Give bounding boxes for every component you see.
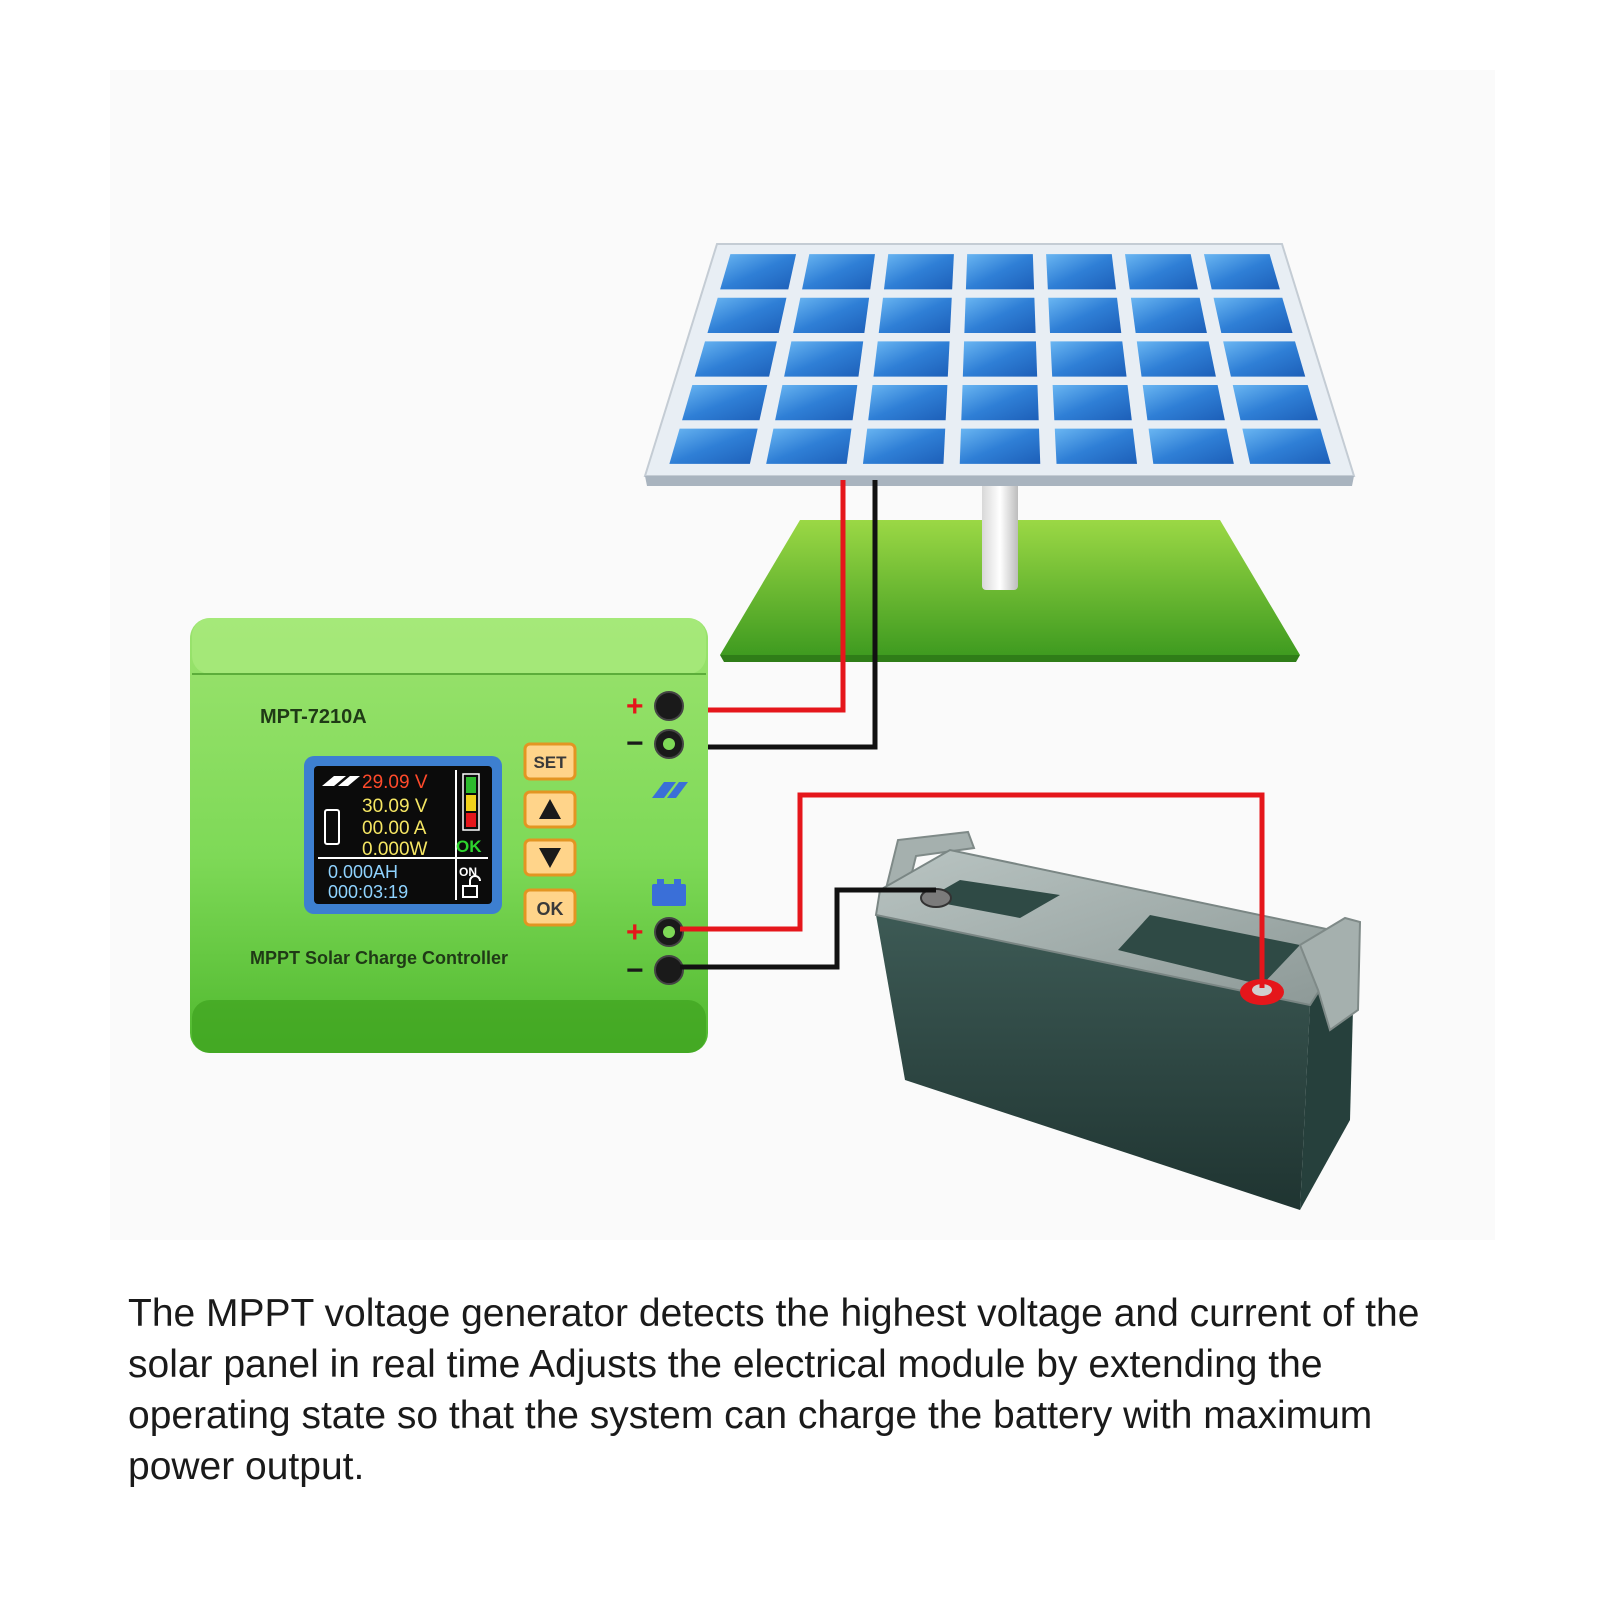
solar-cell: [883, 254, 954, 290]
solar-cell: [784, 341, 864, 377]
solar-positive-terminal: [654, 691, 684, 721]
solar-cell: [669, 428, 758, 464]
solar-cell: [873, 341, 950, 377]
solar-cell: [1148, 428, 1234, 464]
charge-controller: MPT-7210A 29.09 V 30.09 V 00.00 A 0.000W…: [190, 618, 708, 1053]
solar-cell: [1054, 428, 1138, 464]
battery-wires: [680, 792, 1265, 988]
pv-icon: [322, 776, 360, 786]
solar-input-icon: [652, 782, 688, 798]
status-ok: OK: [456, 837, 482, 856]
set-button[interactable]: SET: [523, 742, 577, 781]
battery-plus-sign: +: [626, 916, 644, 949]
status-on: ON: [459, 865, 477, 879]
controller-model: MPT-7210A: [260, 706, 367, 728]
solar-cell: [707, 297, 787, 334]
solar-cell: [1203, 254, 1280, 290]
set-button-label: SET: [533, 753, 567, 772]
solar-cell: [1048, 297, 1122, 334]
solar-cell: [965, 254, 1035, 290]
battery-input-icon: [652, 879, 686, 906]
solar-cell: [682, 384, 768, 421]
solar-cell: [1142, 384, 1225, 421]
caption-line: solar panel in real time Adjusts the ele…: [128, 1343, 1323, 1386]
solar-cell: [878, 297, 952, 334]
solar-panel: [643, 243, 1356, 486]
solar-cell: [959, 428, 1041, 464]
battery-negative-terminal: [654, 955, 684, 985]
amp-hours: 0.000AH: [328, 862, 398, 882]
solar-cell: [802, 254, 875, 290]
solar-cell: [862, 428, 946, 464]
panel-pole: [982, 478, 1018, 590]
solar-cell: [964, 297, 1036, 334]
arrow-up-icon: [539, 799, 561, 819]
solar-cell: [1213, 297, 1293, 334]
solar-cell: [1242, 428, 1331, 464]
solar-cell: [1232, 384, 1318, 421]
controller-subtitle: MPPT Solar Charge Controller: [250, 948, 508, 968]
battery: [874, 830, 1362, 1210]
caption-line: The MPPT voltage generator detects the h…: [128, 1292, 1420, 1335]
solar-cell: [1052, 384, 1132, 421]
solar-cell: [1046, 254, 1117, 290]
solar-cell: [1050, 341, 1127, 377]
unlock-icon: [462, 875, 481, 898]
arrow-down-icon: [539, 848, 561, 868]
charge-level-icon: [462, 773, 480, 831]
battery-minus-sign: −: [626, 954, 644, 987]
solar-cell: [720, 254, 797, 290]
power-reading: 0.000W: [362, 839, 428, 860]
caption-line: power output.: [128, 1445, 365, 1488]
ok-button[interactable]: OK: [523, 888, 577, 927]
solar-cell: [1136, 341, 1216, 377]
elapsed-time: 000:03:19: [328, 882, 408, 902]
solar-cell: [868, 384, 948, 421]
ok-button-label: OK: [537, 899, 564, 919]
solar-cell: [1125, 254, 1198, 290]
solar-cell: [775, 384, 858, 421]
panel-wires: [680, 480, 878, 750]
solar-cell: [766, 428, 852, 464]
battery-voltage: 30.09 V: [362, 796, 428, 817]
current-reading: 00.00 A: [362, 818, 427, 839]
display-screen: [314, 766, 492, 904]
solar-cell: [961, 384, 1039, 421]
solar-cell: [962, 341, 1038, 377]
down-button[interactable]: [523, 838, 577, 877]
solar-minus-sign: −: [626, 727, 644, 760]
caption: The MPPT voltage generator detects the h…: [128, 1288, 1488, 1492]
panel-cells: [669, 254, 1331, 464]
solar-cell: [1223, 341, 1306, 377]
solar-plus-sign: +: [626, 690, 644, 723]
pv-voltage: 29.09 V: [362, 772, 428, 793]
solar-cell: [793, 297, 870, 334]
caption-line: operating state so that the system can c…: [128, 1394, 1373, 1437]
up-button[interactable]: [523, 790, 577, 829]
battery-outline-icon: [324, 809, 340, 845]
solar-cell: [1130, 297, 1207, 334]
solar-cell: [694, 341, 777, 377]
